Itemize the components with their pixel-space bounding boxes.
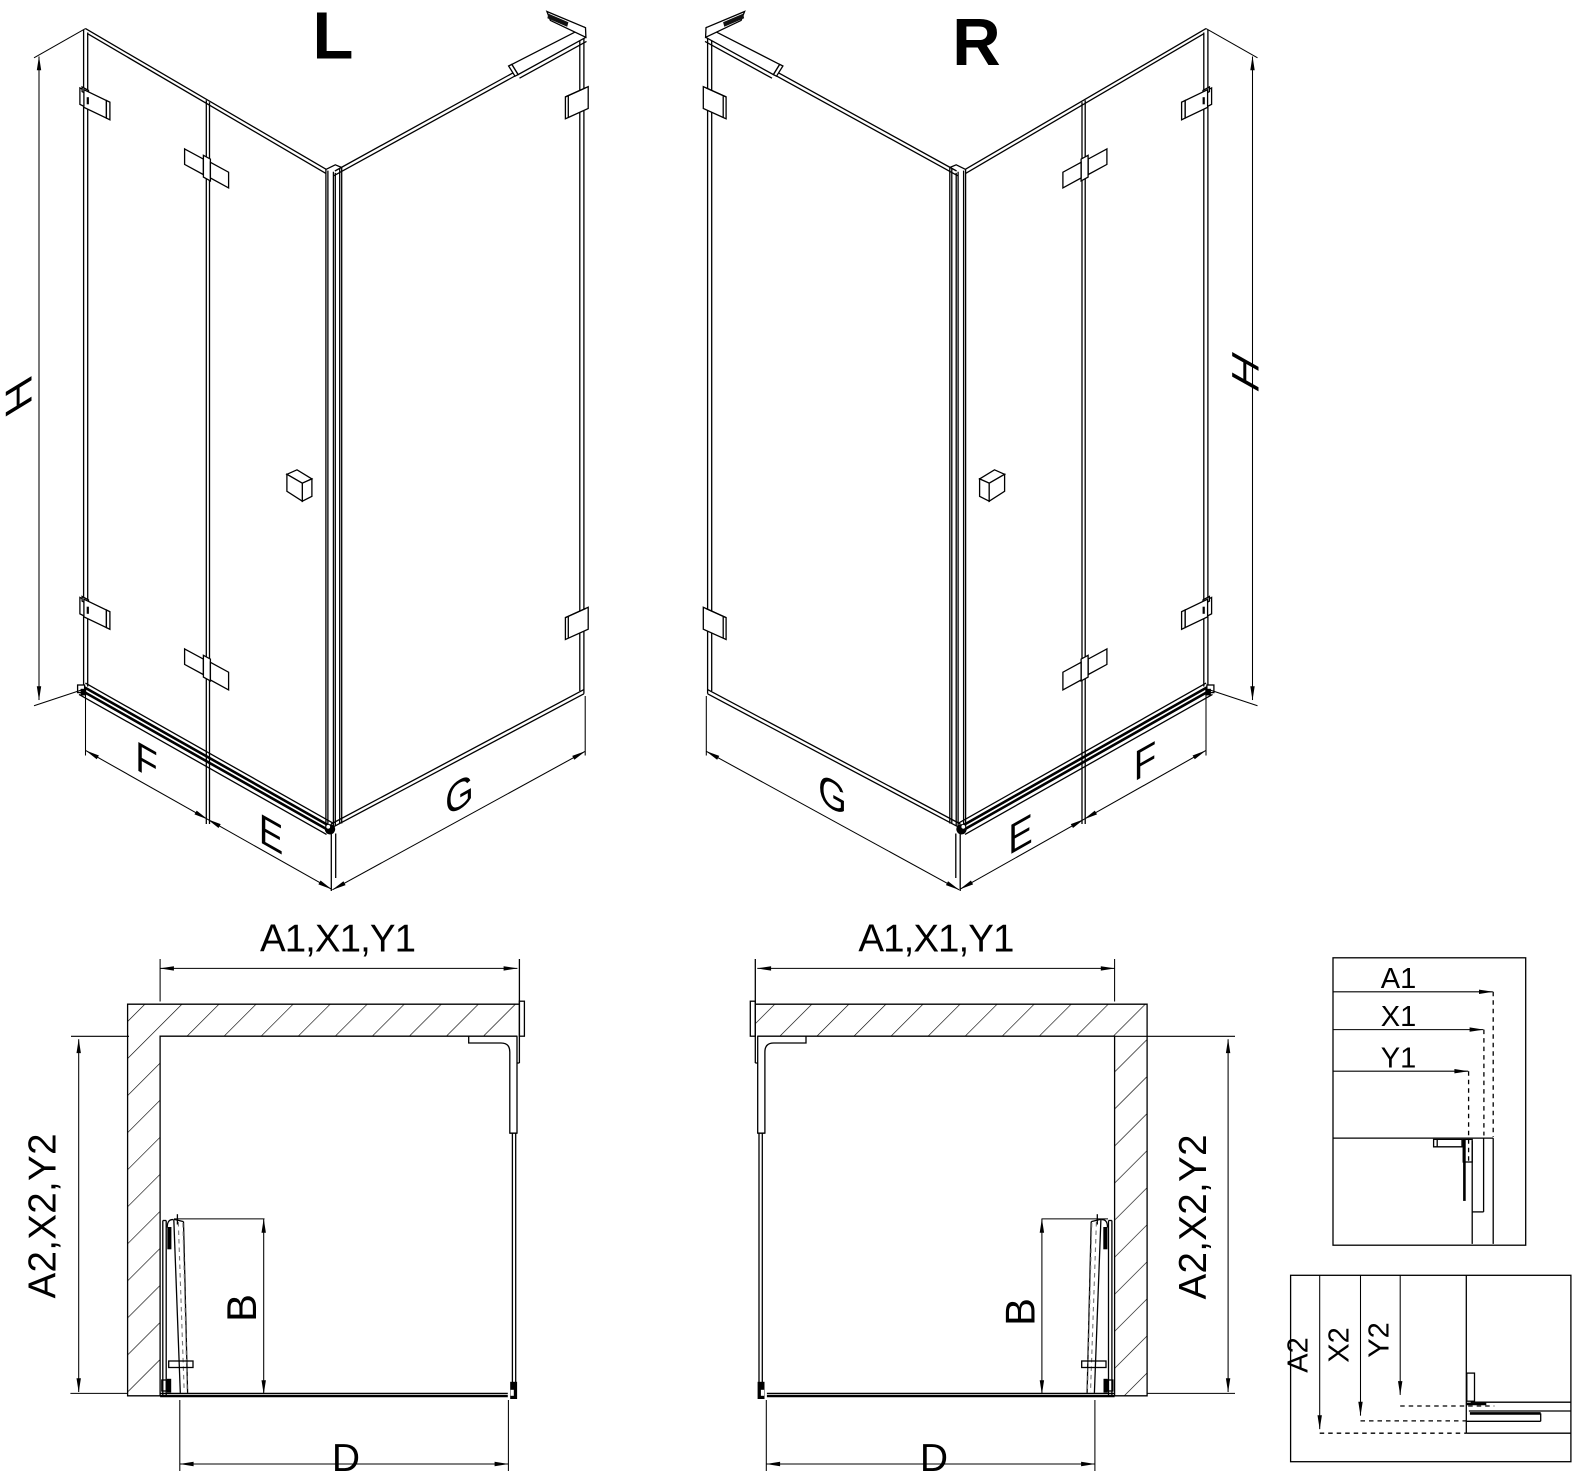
svg-text:B: B	[218, 1294, 265, 1322]
svg-text:Y2: Y2	[1364, 1322, 1396, 1357]
svg-text:F: F	[135, 731, 157, 791]
svg-text:L: L	[313, 0, 354, 73]
svg-text:A1,X1,Y1: A1,X1,Y1	[260, 917, 416, 960]
svg-text:A2,X2,Y2: A2,X2,Y2	[1172, 1135, 1215, 1300]
svg-text:A1: A1	[1381, 963, 1416, 995]
svg-text:Y1: Y1	[1381, 1043, 1416, 1075]
svg-text:B: B	[997, 1298, 1044, 1326]
svg-text:D: D	[920, 1437, 948, 1479]
svg-text:X2: X2	[1324, 1327, 1356, 1362]
svg-text:A2: A2	[1283, 1337, 1315, 1372]
svg-text:A2,X2,Y2: A2,X2,Y2	[22, 1134, 65, 1299]
svg-text:A1,X1,Y1: A1,X1,Y1	[858, 917, 1014, 960]
svg-text:F: F	[1134, 731, 1156, 791]
svg-text:R: R	[952, 5, 1000, 80]
svg-text:D: D	[332, 1437, 360, 1479]
svg-text:X1: X1	[1381, 1001, 1416, 1033]
